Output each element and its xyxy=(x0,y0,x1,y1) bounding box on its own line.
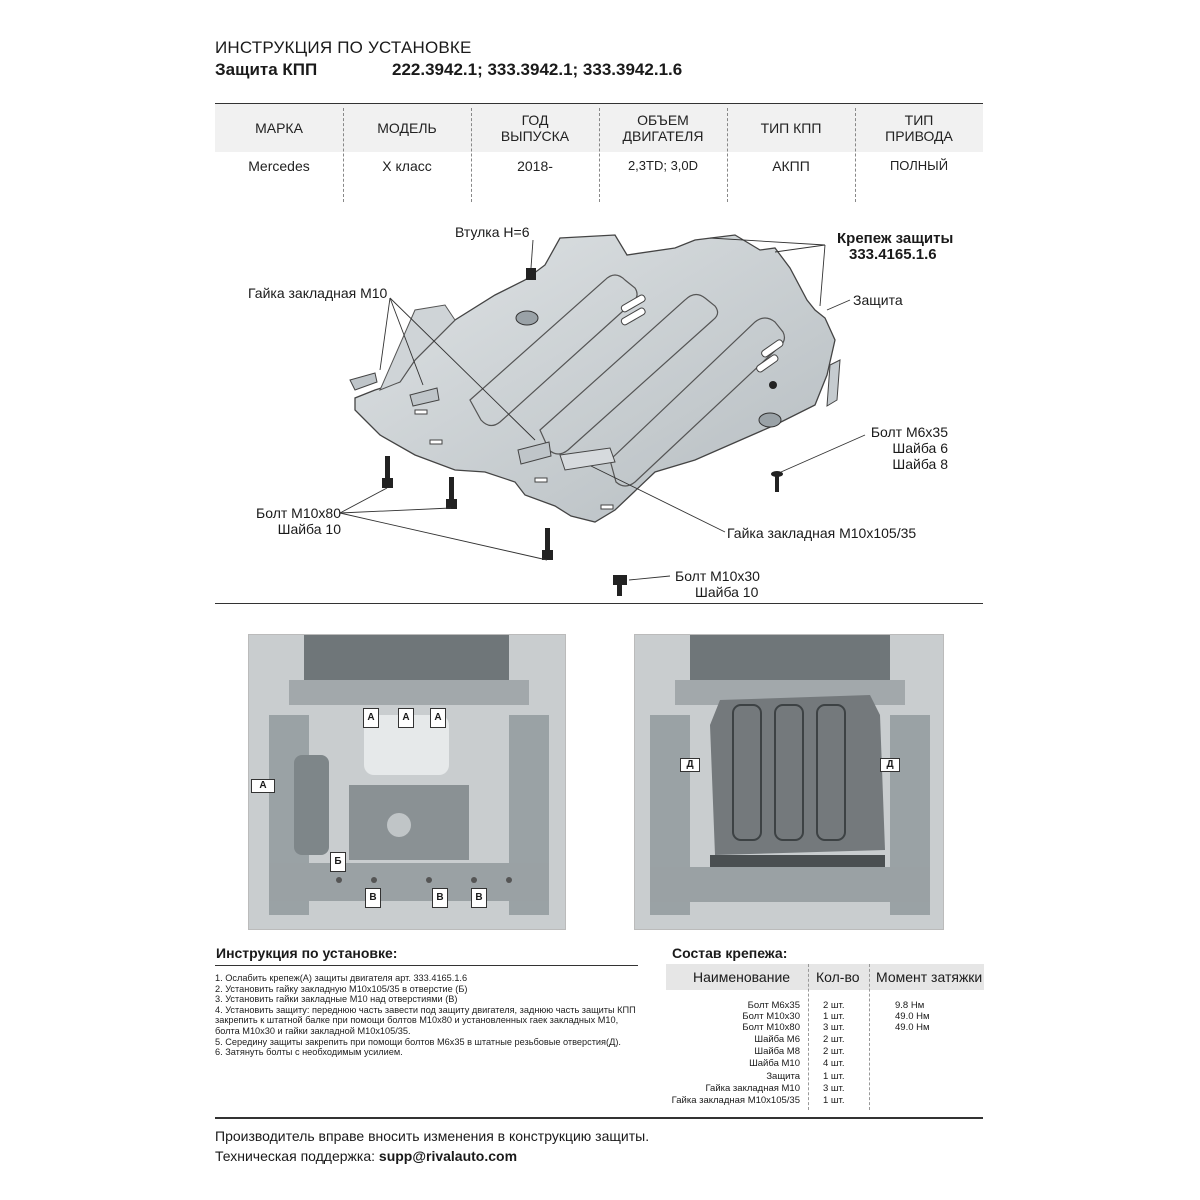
fasteners-col-torque: Момент затяжки xyxy=(876,969,983,985)
bushing-part xyxy=(526,268,536,280)
instruction-step: 6. Затянуть болты с необходимым усилием. xyxy=(215,1047,403,1058)
spec-value-engine: 2,3TD; 3,0D xyxy=(627,158,699,173)
marker-a-2: А xyxy=(398,708,414,728)
instruction-step: 1. Ослабить крепеж(А) защиты двигателя а… xyxy=(215,973,468,983)
spec-value-brand: Mercedes xyxy=(248,158,310,174)
document-title: ИНСТРУКЦИЯ ПО УСТАНОВКЕ xyxy=(215,38,472,57)
diagram-bottom-rule xyxy=(215,603,983,604)
marker-d-2: Д xyxy=(880,758,900,772)
instructions-title: Инструкция по установке: xyxy=(216,945,398,961)
marker-a-4: А xyxy=(251,779,275,793)
photo-underbody-before xyxy=(248,634,566,930)
instruction-step: 3. Установить гайки закладные М10 над от… xyxy=(215,994,458,1005)
underbody-before-illustration xyxy=(249,635,565,929)
spec-value-row: Mercedes X класс 2018- 2,3TD; 3,0D АКПП … xyxy=(215,152,983,202)
label-guard-fastener: Крепеж защиты xyxy=(837,230,954,247)
spec-header-model: МОДЕЛЬ xyxy=(343,104,471,202)
spec-header-drive: ТИП ПРИВОДА xyxy=(855,104,983,202)
support-email-link[interactable]: supp@rivalauto.com xyxy=(378,1148,518,1164)
spec-value-gearbox: АКПП xyxy=(772,158,810,174)
footer-rule xyxy=(215,1117,983,1119)
instructions-rule xyxy=(215,965,638,966)
guard-exploded-diagram xyxy=(339,234,866,596)
label-guard-fastener-code: 333.4165.1.6 xyxy=(849,246,937,263)
footer-disclaimer: Производитель вправе вносить изменения в… xyxy=(215,1128,650,1144)
photo-underbody-after xyxy=(634,634,944,930)
fasteners-title: Состав крепежа: xyxy=(672,945,788,961)
label-bolt-m10x30-washer: Шайба 10 xyxy=(695,584,759,600)
bolt-m10x30-part xyxy=(613,575,627,596)
leader-lines xyxy=(339,237,866,581)
marker-v-1: В xyxy=(365,888,381,908)
fasteners-divider xyxy=(808,964,809,1110)
spec-header-row: МАРКА МОДЕЛЬ ГОД ВЫПУСКА ОБЪЕМ ДВИГАТЕЛЯ… xyxy=(215,104,983,202)
instruction-step: 4. Установить защиту: переднюю часть зав… xyxy=(215,1004,636,1036)
spec-header-engine: ОБЪЕМ ДВИГАТЕЛЯ xyxy=(599,104,727,202)
fasteners-table: Наименование Кол-во Момент затяжки Болт … xyxy=(666,964,986,1110)
label-embedded-nut-m10: Гайка закладная М10 xyxy=(248,285,388,301)
marker-d-1: Д xyxy=(680,758,700,772)
fasteners-header: Наименование Кол-во Момент затяжки xyxy=(666,964,984,990)
fasteners-col-qty: Кол-во xyxy=(816,969,860,985)
label-washer-6: Шайба 6 xyxy=(892,440,948,456)
bolt-m10x80-parts xyxy=(382,456,553,560)
label-bolt-m6x35: Болт М6х35 xyxy=(870,424,948,440)
product-name: Защита КПП xyxy=(215,60,318,79)
instruction-step: 2. Установить гайку закладную М10х105/35… xyxy=(215,983,468,994)
label-washer-10: Шайба 10 xyxy=(277,521,341,537)
label-embedded-nut-long: Гайка закладная М10х105/35 xyxy=(727,525,917,541)
label-bolt-m10x30: Болт М10х30 xyxy=(675,568,760,584)
underbody-after-illustration xyxy=(635,635,943,929)
guard-plate xyxy=(349,234,841,523)
fasteners-col-name: Наименование xyxy=(693,969,791,985)
label-bushing: Втулка Н=6 xyxy=(455,224,530,240)
spec-value-model: X класс xyxy=(382,158,432,174)
article-codes: 222.3942.1; 333.3942.1; 333.3942.1.6 xyxy=(392,60,683,79)
footer-support: Техническая поддержка: supp@rivalauto.co… xyxy=(215,1148,518,1164)
marker-b: Б xyxy=(330,852,346,872)
spec-value-year: 2018- xyxy=(517,158,553,174)
marker-a-1: А xyxy=(363,708,379,728)
bolt-m6-part xyxy=(771,471,783,492)
label-guard: Защита xyxy=(853,292,903,308)
label-bolt-m10x80: Болт М10х80 xyxy=(256,505,341,521)
marker-v-2: В xyxy=(432,888,448,908)
instructions-list: 1. Ослабить крепеж(А) защиты двигателя а… xyxy=(215,973,645,1058)
spec-value-drive: ПОЛНЫЙ xyxy=(889,158,949,173)
fasteners-divider xyxy=(869,964,870,1110)
marker-a-3: А xyxy=(430,708,446,728)
spec-header-brand: МАРКА xyxy=(255,120,303,136)
instruction-step: 5. Середину защиты закрепить при помощи … xyxy=(215,1036,621,1047)
label-washer-8: Шайба 8 xyxy=(892,456,948,472)
marker-v-3: В xyxy=(471,888,487,908)
spec-header-gearbox: ТИП КПП xyxy=(727,104,855,202)
spec-header-year: ГОД ВЫПУСКА xyxy=(471,104,599,202)
